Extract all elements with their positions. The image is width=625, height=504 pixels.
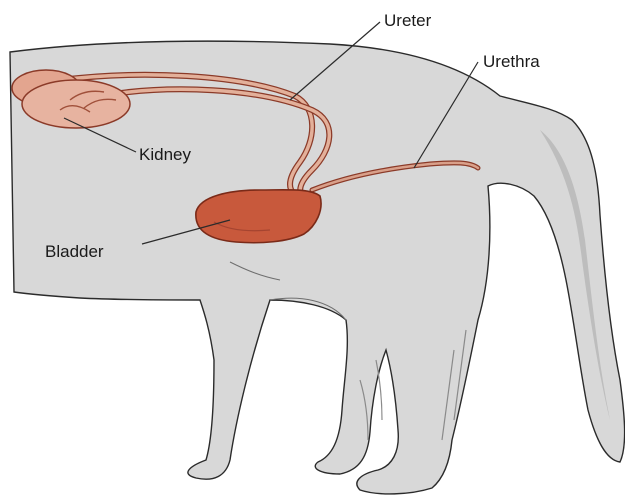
- bladder-label: Bladder: [45, 243, 104, 260]
- ureter-label: Ureter: [384, 12, 431, 29]
- kidney-front: [22, 80, 130, 128]
- bladder-organ: [196, 190, 321, 243]
- urethra-label: Urethra: [483, 53, 540, 70]
- kidney-label: Kidney: [139, 146, 191, 163]
